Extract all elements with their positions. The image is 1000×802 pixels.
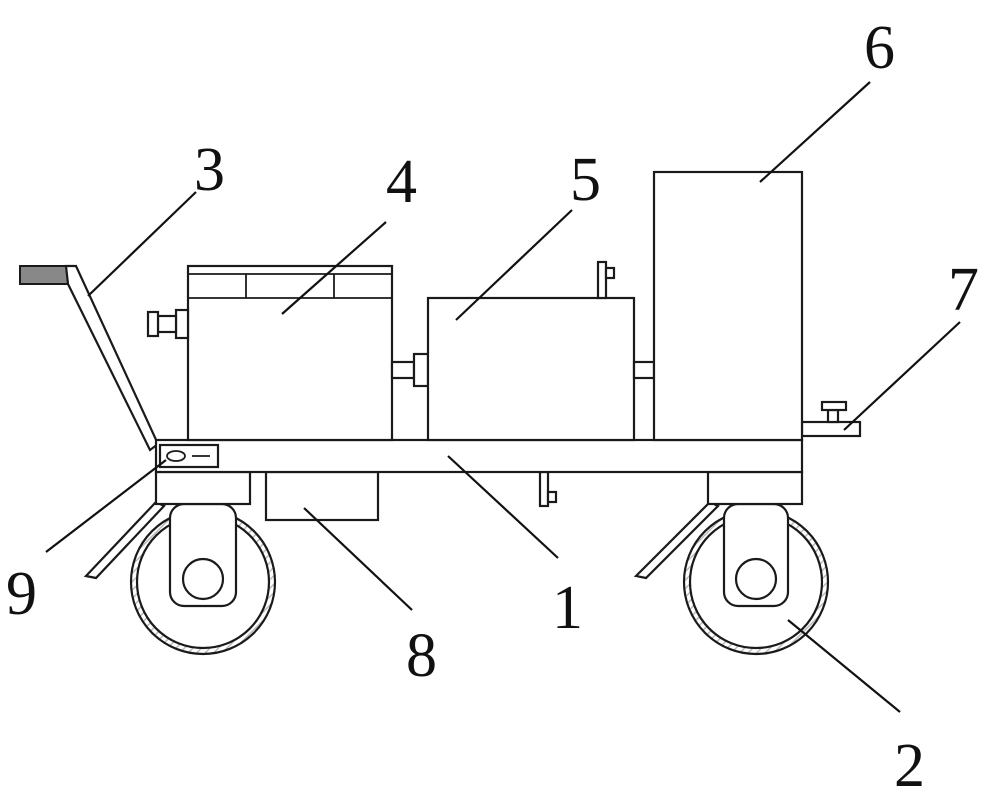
label-9: 9 xyxy=(6,560,37,628)
frame xyxy=(154,438,804,474)
leader-3 xyxy=(87,191,197,297)
left-brace xyxy=(83,500,166,580)
left-wheel-mount xyxy=(154,470,252,506)
right-brace xyxy=(633,500,720,580)
connector-4-5 xyxy=(390,352,430,388)
label-3: 3 xyxy=(194,136,225,204)
connector-5-6 xyxy=(632,360,656,380)
leader-lines xyxy=(45,81,961,713)
label-5: 5 xyxy=(570,146,601,214)
label-7: 7 xyxy=(948,256,979,324)
leader-9 xyxy=(45,459,167,553)
handle-bar xyxy=(64,264,160,452)
part-labels: 1 2 3 4 5 6 7 8 9 xyxy=(6,14,979,800)
left-wheel xyxy=(129,502,277,656)
label-2: 2 xyxy=(894,732,925,800)
leader-7 xyxy=(843,321,961,431)
leader-2 xyxy=(787,619,901,713)
label-1: 1 xyxy=(552,574,583,642)
leader-5 xyxy=(455,209,573,321)
control-panel xyxy=(158,443,220,469)
leader-1 xyxy=(447,455,559,559)
under-box xyxy=(264,470,380,522)
under-bracket xyxy=(538,470,558,508)
label-8: 8 xyxy=(406,622,437,690)
right-wheel-mount xyxy=(706,470,804,506)
cabinet-right xyxy=(652,170,804,442)
tank-left xyxy=(146,264,394,442)
leader-6 xyxy=(759,81,871,183)
right-bracket xyxy=(800,400,862,438)
box-middle xyxy=(426,260,636,442)
right-wheel xyxy=(682,502,830,656)
handle xyxy=(19,264,160,452)
label-4: 4 xyxy=(386,148,417,216)
leader-8 xyxy=(303,507,413,611)
label-6: 6 xyxy=(864,14,895,82)
leader-4 xyxy=(281,221,387,315)
